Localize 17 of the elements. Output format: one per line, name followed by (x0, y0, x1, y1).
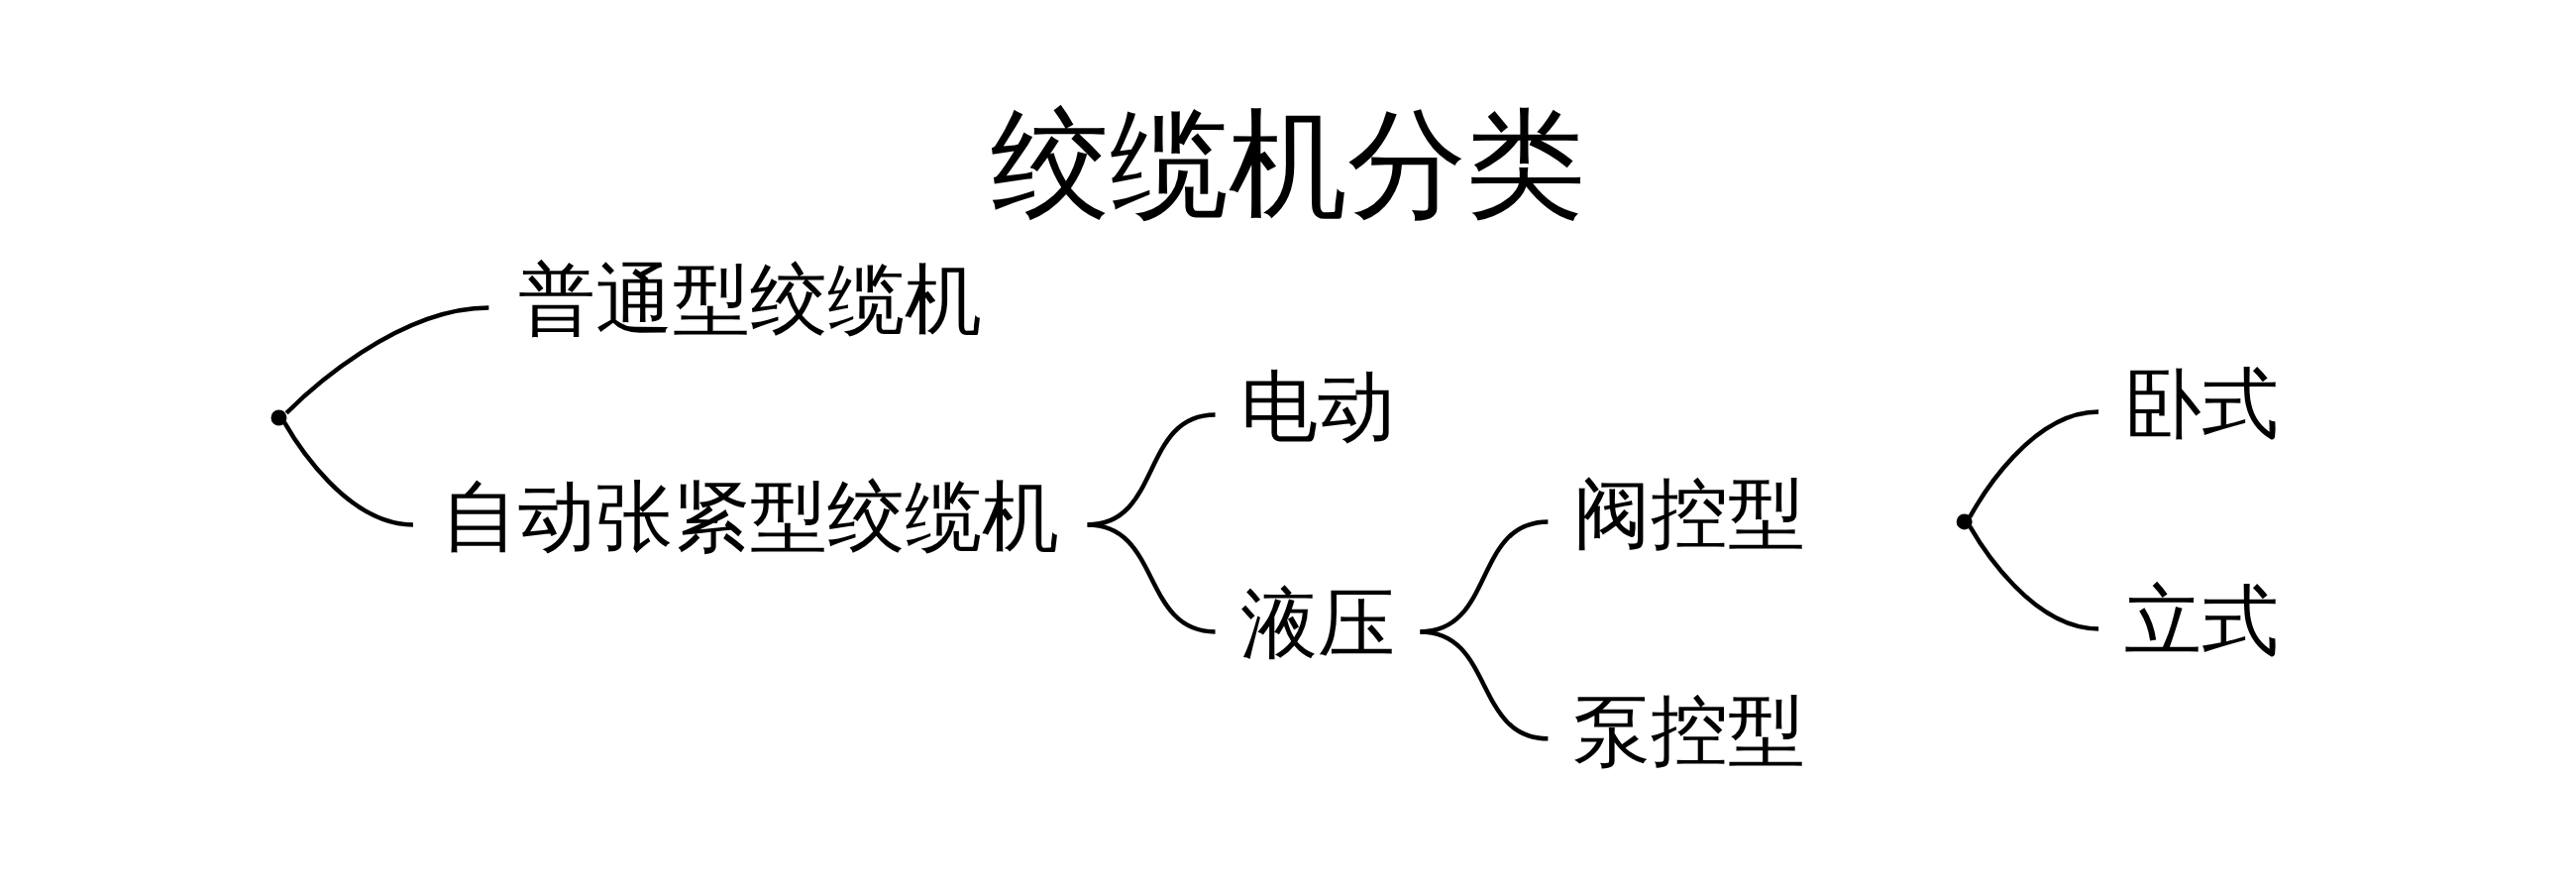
connector (1420, 629, 1549, 741)
connector (1968, 409, 2099, 518)
connector (284, 305, 489, 415)
node-text: 液压 (1239, 582, 1395, 668)
node-point (1956, 513, 1973, 530)
node-text: 普通型绞缆机 (518, 258, 983, 344)
node-point (270, 409, 287, 426)
node-text: 立式 (2123, 579, 2279, 665)
node-text: 电动 (1239, 365, 1395, 451)
node-text: 阀控型 (1572, 472, 1805, 558)
connector (1968, 524, 2099, 631)
connector (282, 421, 414, 527)
node-text: 卧式 (2123, 362, 2279, 448)
node-text: 自动张紧型绞缆机 (441, 475, 1060, 561)
node-text: 泵控型 (1572, 689, 1805, 775)
connector (1087, 522, 1216, 634)
diagram-title: 绞缆机分类 (991, 99, 1585, 232)
